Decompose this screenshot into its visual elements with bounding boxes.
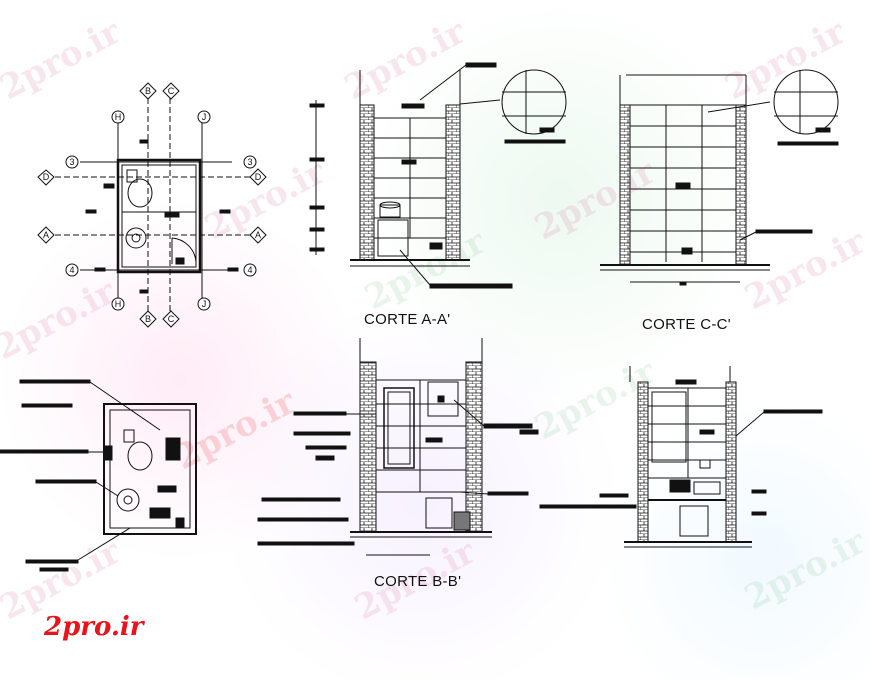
axis-bubble-d-right xyxy=(249,168,267,186)
section-right-elevation xyxy=(539,366,823,548)
section-bb xyxy=(257,338,539,556)
axis-bubble-j-top xyxy=(197,110,211,124)
axis-bubble-a-left xyxy=(37,226,55,244)
section-title-bb: CORTE B-B' xyxy=(374,573,462,590)
axis-bubble-b-top xyxy=(139,82,157,100)
axis-label-4: 4 xyxy=(247,265,252,275)
axis-label-3: 3 xyxy=(69,157,74,167)
lower-left-plan xyxy=(0,379,197,572)
section-cc xyxy=(600,69,839,286)
axis-bubble-c-bottom xyxy=(162,310,180,328)
axis-label-h: H xyxy=(115,112,122,122)
axis-label-d: D xyxy=(255,172,262,182)
axis-bubble-j-bottom xyxy=(197,297,211,311)
axis-label-a: A xyxy=(43,230,49,240)
axis-label-c: C xyxy=(168,86,175,96)
axis-bubble-h-top xyxy=(111,110,125,124)
axis-label-j: J xyxy=(202,112,207,122)
axis-label-4: 4 xyxy=(69,265,74,275)
axis-bubble-3-left xyxy=(65,155,79,169)
axis-bubble-a-right xyxy=(249,226,267,244)
axis-label-a: A xyxy=(255,230,261,240)
section-aa xyxy=(309,62,567,289)
axis-bubble-b-bottom xyxy=(139,310,157,328)
axis-bubble-d-left xyxy=(37,169,55,186)
axis-bubble-4-right xyxy=(243,263,257,277)
axis-label-h: H xyxy=(115,299,122,309)
axis-label-b: B xyxy=(145,86,151,96)
axis-label-3: 3 xyxy=(247,157,252,167)
axis-label-d: D xyxy=(43,172,50,182)
section-title-cc: CORTE C-C' xyxy=(642,316,731,333)
axis-label-j: J xyxy=(202,299,207,309)
axis-bubble-c-top xyxy=(162,82,180,100)
axis-bubble-3-right xyxy=(243,155,257,169)
axis-label-c: C xyxy=(168,314,175,324)
axis-label-b: B xyxy=(145,314,151,324)
section-title-aa: CORTE A-A' xyxy=(364,311,451,328)
axis-bubble-4-left xyxy=(65,263,79,277)
floor-plan xyxy=(55,98,255,312)
watermark-logo: 2pro.ir xyxy=(44,612,144,642)
axis-bubble-h-bottom xyxy=(111,297,125,311)
